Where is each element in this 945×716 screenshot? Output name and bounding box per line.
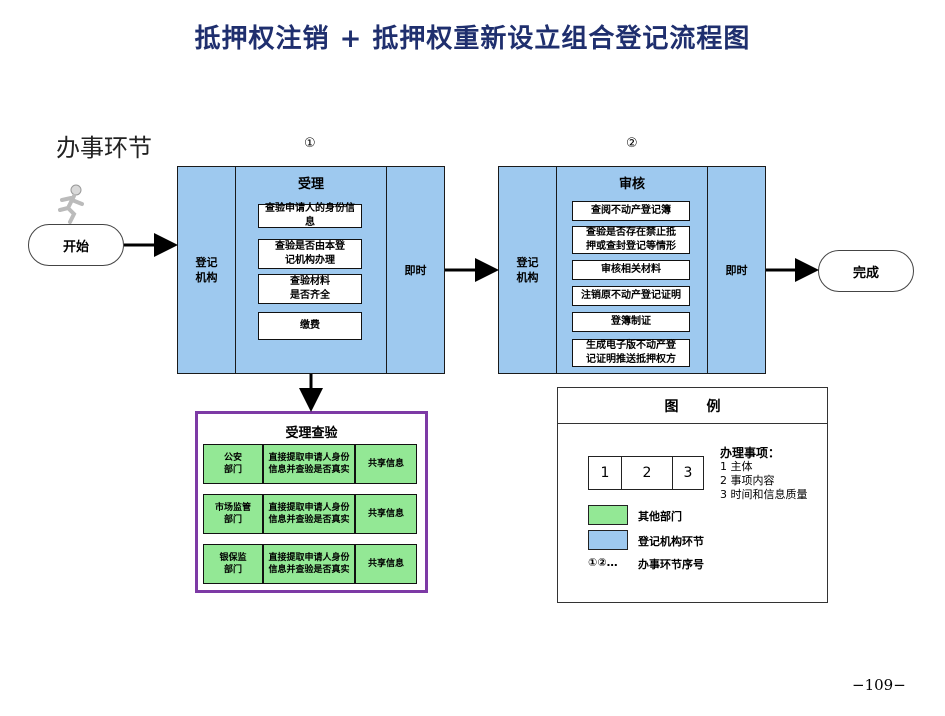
stage2-box: 登记 机构 即时 审核 查阅不动产登记簿 查验是否存在禁止抵 押或查封登记等情形…: [498, 166, 766, 374]
legend-box: 图 例 1 2 3 办理事项： 1 主体 2 事项内容 3 时间和信息质量 其他…: [557, 387, 828, 603]
stage2-header: 审核: [618, 177, 645, 192]
page-title: 抵押权注销 + 抵押权重新设立组合登记流程图: [194, 24, 751, 54]
stage1-item: 缴费: [258, 312, 362, 340]
section-title: 办事环节: [56, 134, 152, 162]
legend-cell: 1: [589, 457, 622, 489]
legend-note: 3 时间和信息质量: [720, 488, 808, 501]
legend-note: 2 事项内容: [720, 474, 775, 487]
stage2-item: 审核相关材料: [572, 260, 690, 280]
verify-content: 直接提取申请人身份 信息并查验是否真实: [263, 544, 355, 584]
start-node: 开始: [28, 224, 124, 266]
legend-blue-label: 登记机构环节: [638, 535, 704, 548]
verify-result: 共享信息: [355, 494, 417, 534]
verify-title: 受理查验: [285, 426, 338, 441]
step-number-2: ②: [626, 136, 638, 151]
stage1-timing-label: 即时: [386, 167, 444, 373]
verify-result: 共享信息: [355, 544, 417, 584]
stage2-item: 注销原不动产登记证明: [572, 286, 690, 306]
legend-green-swatch: [588, 505, 628, 525]
verify-dept: 银保监 部门: [203, 544, 263, 584]
stage1-item: 查验申请人的身份信息: [258, 203, 362, 228]
stage2-timing-label: 即时: [707, 167, 765, 373]
legend-cell: 3: [683, 465, 693, 481]
legend-green-label: 其他部门: [638, 510, 682, 523]
legend-note: 1 主体: [720, 460, 753, 473]
stage2-item: 查验是否存在禁止抵 押或查封登记等情形: [572, 226, 690, 254]
stage2-item: 生成电子版不动产登 记证明推送抵押权方: [572, 339, 690, 367]
verify-box: 受理查验 公安 部门 直接提取申请人身份 信息并查验是否真实 共享信息 市场监管…: [195, 411, 428, 593]
end-node: 完成: [818, 250, 914, 292]
legend-seq-symbol: ①②…: [588, 556, 618, 569]
stage1-header: 受理: [297, 177, 324, 192]
legend-notes-title: 办理事项：: [720, 446, 781, 460]
legend-cells: 1 2 3: [588, 456, 704, 490]
verify-dept: 市场监管 部门: [203, 494, 263, 534]
verify-content: 直接提取申请人身份 信息并查验是否真实: [263, 494, 355, 534]
stage1-agency-label: 登记 机构: [178, 167, 236, 373]
stage2-item: 登簿制证: [572, 312, 690, 332]
runner-icon: [58, 184, 84, 224]
stage1-item: 查验材料 是否齐全: [258, 274, 362, 304]
stage2-item: 查阅不动产登记簿: [572, 201, 690, 221]
verify-content: 直接提取申请人身份 信息并查验是否真实: [263, 444, 355, 484]
legend-cell: 2: [622, 457, 673, 489]
legend-seq-label: 办事环节序号: [638, 558, 704, 571]
legend-blue-swatch: [588, 530, 628, 550]
verify-dept: 公安 部门: [203, 444, 263, 484]
step-number-1: ①: [304, 136, 316, 151]
stage2-agency-label: 登记 机构: [499, 167, 557, 373]
stage1-item: 查验是否由本登 记机构办理: [258, 239, 362, 269]
legend-title: 图 例: [558, 388, 827, 424]
stage1-box: 登记 机构 即时 受理 查验申请人的身份信息 查验是否由本登 记机构办理 查验材…: [177, 166, 445, 374]
page-number: −109−: [852, 676, 906, 694]
verify-result: 共享信息: [355, 444, 417, 484]
